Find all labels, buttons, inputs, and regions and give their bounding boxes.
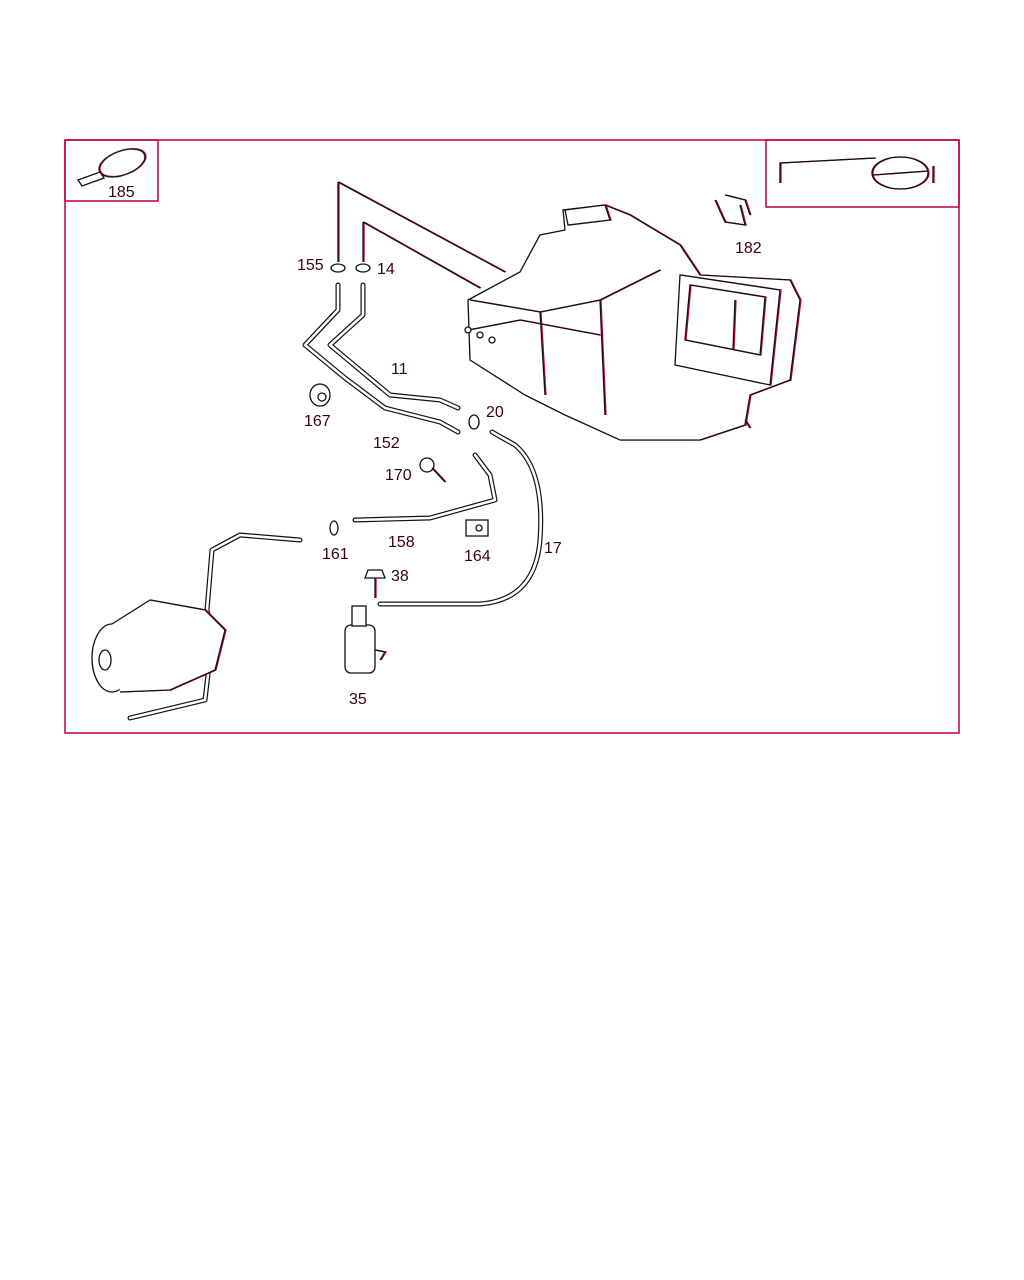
compressor [91, 599, 226, 693]
label-35: 35 [349, 691, 367, 708]
diagram-frame [64, 139, 960, 734]
label-155: 155 [297, 257, 324, 274]
receiver-drier-35 [344, 605, 387, 674]
evaporator-housing [464, 204, 801, 441]
inset-cable-tie [64, 139, 159, 202]
label-167: 167 [304, 413, 331, 430]
label-164: 164 [464, 548, 491, 565]
valve-170 [419, 457, 446, 483]
label-182: 182 [735, 240, 762, 257]
grommet-164 [465, 519, 489, 537]
label-161: 161 [322, 546, 349, 563]
cable-tie-icon [77, 148, 146, 187]
label-152: 152 [373, 435, 400, 452]
label-170: 170 [385, 467, 412, 484]
bolt-38 [364, 569, 386, 598]
clip-icon [714, 194, 751, 226]
inset-model-symbol [765, 139, 960, 208]
label-11: 11 [391, 361, 408, 378]
label-14: 14 [377, 261, 395, 278]
label-158: 158 [388, 534, 415, 551]
refrigerant-lines [127, 282, 544, 721]
grommet-167 [309, 383, 331, 407]
label-17: 17 [544, 540, 562, 557]
label-38: 38 [391, 568, 409, 585]
steering-wheel-icon [779, 156, 934, 190]
label-20: 20 [486, 404, 504, 421]
label-185: 185 [108, 184, 135, 201]
leader-lines [337, 181, 506, 289]
